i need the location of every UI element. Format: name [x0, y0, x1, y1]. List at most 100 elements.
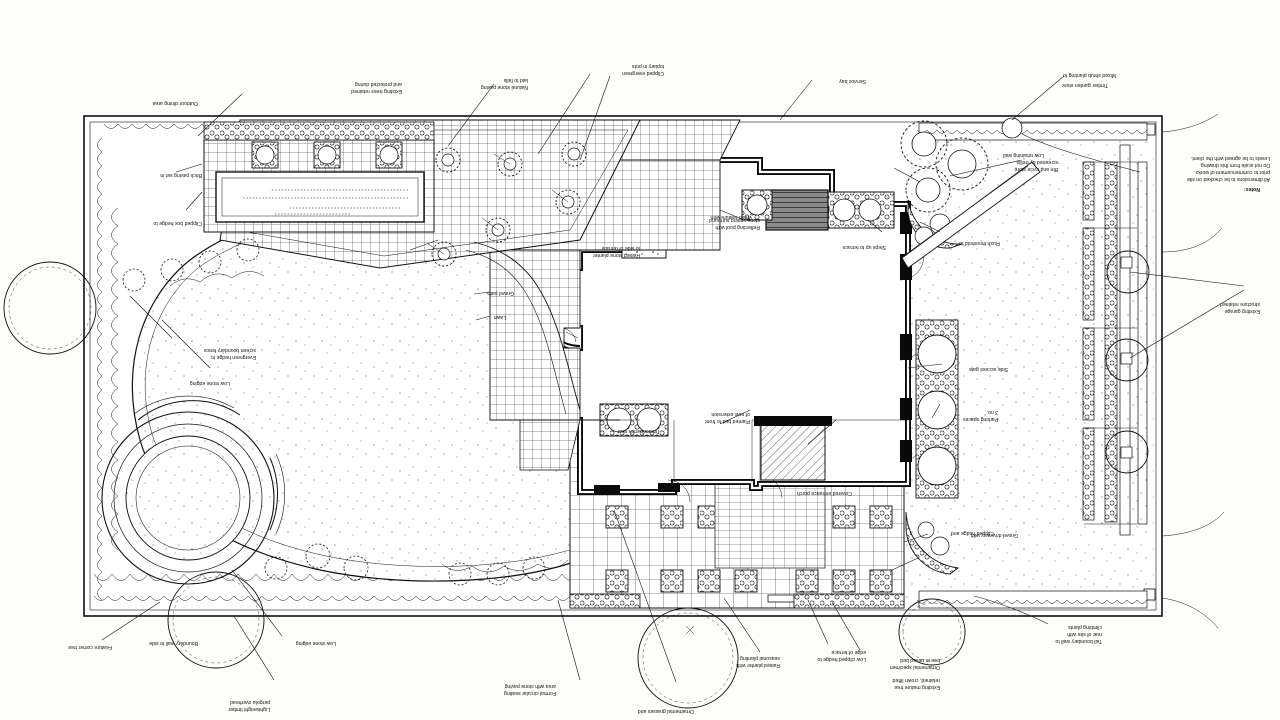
annotation-a18: Brick paving set in — [160, 172, 202, 178]
svg-text:Clipped box hedge to: Clipped box hedge to — [153, 220, 202, 226]
svg-text:edge of terrace: edge of terrace — [831, 649, 866, 655]
survey-point-marker — [685, 625, 695, 635]
svg-text:retained, crown lifted: retained, crown lifted — [892, 677, 940, 683]
annotation-a30: Service bay — [839, 78, 866, 84]
svg-text:screened by trellis: screened by trellis — [1016, 159, 1058, 165]
svg-text:Ornamental grasses and: Ornamental grasses and — [638, 708, 694, 714]
tree-canopy — [3, 261, 97, 355]
annotation-a10: Gravel path — [487, 290, 514, 296]
svg-text:pergola overhead: pergola overhead — [230, 699, 270, 705]
leader-lines — [101, 73, 1245, 683]
annotation-a07: Low stone edging — [296, 640, 336, 646]
svg-text:Ornamental specimen: Ornamental specimen — [890, 664, 940, 670]
svg-text:Side access gate: Side access gate — [969, 366, 1008, 372]
side-store — [901, 161, 1041, 269]
annotation-a20: Natural stone paving laid to falls — [481, 77, 528, 90]
annotation-a17: Clipped box hedge to — [153, 220, 202, 226]
circular-garden-feature — [101, 395, 285, 585]
svg-text:3 no.: 3 no. — [987, 409, 998, 415]
tree-canopy — [898, 598, 966, 666]
svg-text:Raised stone planter: Raised stone planter — [593, 252, 640, 258]
svg-text:Planted bed to front: Planted bed to front — [705, 418, 750, 424]
svg-text:Tall boundary wall to: Tall boundary wall to — [1055, 638, 1102, 644]
annotation-a03: Existing mature tree retained, crown lif… — [892, 677, 940, 690]
tree-canopy — [167, 571, 265, 669]
parking-bays — [1084, 161, 1137, 525]
curved-hedge-nw — [905, 511, 960, 575]
svg-text:Timber bench seat: Timber bench seat — [617, 428, 660, 434]
annotation-a06: Raised planter with seasonal planting — [736, 655, 780, 668]
svg-text:Mixed shrub planting to: Mixed shrub planting to — [1063, 72, 1116, 78]
svg-text:Low stone edging: Low stone edging — [296, 640, 336, 646]
svg-text:Bin and cycle store: Bin and cycle store — [1014, 166, 1058, 172]
annotation-a35: Raised stone planter to side of terrace — [593, 245, 640, 258]
annotation-a37: Low retaining wall — [1003, 152, 1044, 158]
annotation-a22: Covered entrance porch — [797, 490, 852, 496]
annotation-a21: Existing trees retained and protected du… — [351, 81, 402, 94]
svg-text:area with stone paving: area with stone paving — [504, 683, 556, 689]
annotation-a32: Steps up to terrace — [842, 244, 886, 250]
svg-text:structure retained: structure retained — [1220, 301, 1260, 307]
gravel-path — [465, 241, 581, 415]
svg-text:Gravel path: Gravel path — [487, 290, 514, 296]
svg-text:Clipped evergreen: Clipped evergreen — [622, 70, 664, 76]
water-feature — [765, 189, 829, 231]
svg-text:topiary in pots: topiary in pots — [632, 63, 664, 69]
north-planter-strip — [569, 593, 905, 609]
svg-text:Service bay: Service bay — [839, 78, 866, 84]
svg-text:Flush threshold to: Flush threshold to — [959, 240, 1000, 246]
svg-text:climbing plants: climbing plants — [1068, 624, 1102, 630]
svg-text:Parking spaces: Parking spaces — [962, 416, 998, 422]
svg-text:stone coping surround: stone coping surround — [709, 217, 760, 223]
svg-text:Existing trees retained: Existing trees retained — [351, 88, 402, 94]
annotation-a19: Clipped evergreen topiary in pots — [622, 63, 664, 76]
svg-text:to side of terrace: to side of terrace — [602, 245, 640, 251]
pool-note-lines — [242, 189, 408, 215]
annotation-a36: Outdoor dining area — [152, 100, 198, 106]
svg-text:Low retaining wall: Low retaining wall — [1003, 152, 1044, 158]
annotation-a16: Reflecting pool with stone coping surrou… — [709, 217, 760, 230]
annotation-a27: Side access gate — [969, 366, 1008, 372]
svg-text:Low stone edging: Low stone edging — [190, 380, 230, 386]
svg-text:prior to commencement of works: prior to commencement of works. — [1194, 169, 1270, 175]
svg-text:Outdoor dining area: Outdoor dining area — [152, 100, 198, 106]
annotation-a01: Tall boundary wall to rear of site with … — [1055, 624, 1102, 644]
annotation-a40: Water feature with — [710, 214, 752, 220]
svg-text:Reflecting pool with: Reflecting pool with — [715, 224, 760, 230]
svg-text:Low clipped hedge to: Low clipped hedge to — [817, 656, 866, 662]
annotation-a08: Feature corner tree — [68, 644, 112, 650]
svg-text:Water feature with: Water feature with — [710, 214, 752, 220]
svg-text:Evergreen hedge to: Evergreen hedge to — [211, 354, 256, 360]
annotation-a14: Ornamental grasses and — [638, 708, 694, 714]
svg-text:Lightweight timber: Lightweight timber — [228, 706, 270, 712]
annotation-a26: Bin and cycle store screened by trellis — [1014, 159, 1058, 172]
annotation-a23: Existing garage structure retained — [1220, 301, 1260, 314]
svg-text:Clipped hedge and: Clipped hedge and — [951, 530, 994, 536]
svg-text:Steps up to terrace: Steps up to terrace — [842, 244, 886, 250]
svg-text:seasonal planting: seasonal planting — [740, 655, 780, 661]
svg-text:Formal circular seating: Formal circular seating — [504, 690, 556, 696]
svg-text:and protected during: and protected during — [355, 81, 402, 87]
topiary-pots — [427, 141, 587, 267]
annotation-notes-block: Notes: All dimensions to be checked on s… — [1187, 155, 1270, 192]
svg-text:Natural stone paving: Natural stone paving — [481, 84, 528, 90]
lawn-edge-shrubs-south — [122, 238, 260, 292]
svg-text:Feature corner tree: Feature corner tree — [68, 644, 112, 650]
svg-text:Do not scale from this drawing: Do not scale from this drawing. — [1199, 162, 1270, 168]
annotation-a04: Ornamental specimen tree in raised bed — [890, 657, 940, 670]
svg-text:Raised planter with: Raised planter with — [736, 662, 780, 668]
annotation-a39: Clipped hedge and — [951, 530, 994, 536]
driveway-planting-beds — [1082, 144, 1148, 536]
annotation-a34: Planted bed to front of new extension — [705, 411, 750, 424]
svg-text:All dimensions to be checked o: All dimensions to be checked on site — [1187, 176, 1270, 182]
svg-text:Existing mature tree: Existing mature tree — [894, 684, 940, 690]
annotation-a12: Evergreen hedge to screen boundary fence — [204, 347, 256, 360]
annotation-a05: Low clipped hedge to edge of terrace — [817, 649, 866, 662]
driveway-trees — [1105, 250, 1150, 474]
annotation-a15: Timber bench seat — [617, 428, 660, 434]
annotation-a25: Parking spaces 3 no. — [962, 409, 998, 422]
svg-text:Levels to be agreed with the c: Levels to be agreed with the client. — [1191, 155, 1270, 161]
pool-tree-pits — [251, 141, 403, 169]
